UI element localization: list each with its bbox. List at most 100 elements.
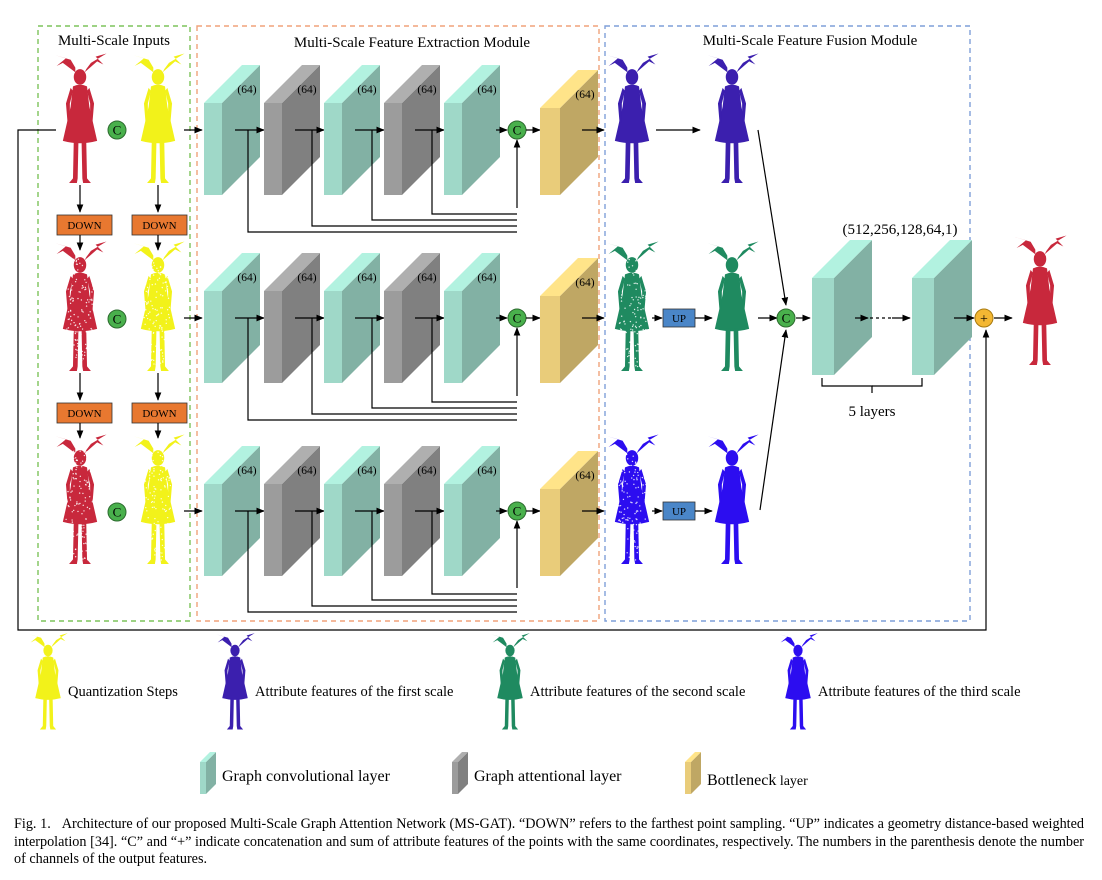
point-cloud-dots: [143, 258, 173, 367]
up-interpolation-box-label: UP: [672, 313, 686, 325]
channel-count-label: (64): [237, 272, 256, 284]
fusion-section-border: [604, 25, 971, 622]
legend-bottleneck-icon: [685, 752, 701, 794]
skip-connection: [371, 130, 517, 221]
extraction-concat-node: C: [507, 501, 527, 521]
architecture-diagram: Multi-Scale Inputs Multi-Scale Feature Ex…: [17, 25, 1067, 794]
extraction-section-title: Multi-Scale Feature Extraction Module: [294, 35, 531, 51]
quantization-step-cloud: [133, 241, 185, 372]
bottleneck-layer: (64): [540, 451, 598, 576]
scale-attribute-features: [607, 241, 659, 372]
legend-gat-icon: [452, 752, 468, 794]
skip-connection: [247, 318, 517, 421]
channel-count-label: (64): [357, 465, 376, 477]
residual-connection: [17, 129, 990, 631]
extraction-concat-node: C: [507, 308, 527, 328]
channel-count-label: (64): [575, 277, 594, 289]
connector-arrow: [759, 329, 789, 511]
fusion-channels-label: (512,256,128,64,1): [843, 222, 958, 238]
extraction-section-border: [196, 25, 600, 622]
reconstructed-point-cloud: [1015, 235, 1067, 366]
layers-brace: [821, 378, 873, 393]
input-point-cloud: [55, 241, 107, 372]
quantization-step-cloud: [133, 434, 185, 565]
skip-connection: [247, 130, 517, 233]
sum-node: +: [974, 308, 994, 328]
input-concat-node: C: [107, 309, 127, 329]
channel-count-label: (64): [477, 84, 496, 96]
legend-first-scale-text: Attribute features of the first scale: [255, 684, 454, 700]
channel-count-label: (64): [417, 465, 436, 477]
channel-count-label: (64): [357, 84, 376, 96]
skip-connection: [311, 318, 517, 415]
skip-connection: [431, 130, 517, 215]
extraction-concat-node-label: C: [513, 311, 522, 326]
skip-connection: [431, 318, 517, 403]
channel-count-label: (64): [237, 465, 256, 477]
down-sampling-box: DOWN: [131, 402, 188, 424]
legend-first-scale-icon: [216, 633, 255, 730]
channel-count-label: (64): [357, 272, 376, 284]
point-cloud-dots: [143, 451, 173, 561]
down-sampling-box: DOWN: [56, 402, 113, 424]
up-interpolation-box: UP: [662, 501, 696, 521]
skip-connection: [431, 511, 517, 595]
down-sampling-box-label: DOWN: [67, 220, 101, 232]
inputs-section-title: Multi-Scale Inputs: [58, 33, 170, 49]
fusion-concat-node: C: [776, 308, 796, 328]
up-interpolation-box: UP: [662, 308, 696, 328]
point-cloud-dots: [65, 450, 95, 561]
channel-count-label: (64): [297, 84, 316, 96]
bottleneck-layer: (64): [540, 258, 598, 383]
fusion-section-title: Multi-Scale Feature Fusion Module: [703, 33, 918, 49]
down-sampling-box-label: DOWN: [142, 408, 176, 420]
extraction-concat-node: C: [507, 120, 527, 140]
input-concat-node-label: C: [113, 312, 122, 327]
legend-quantization-text: Quantization Steps: [68, 684, 178, 700]
skip-connection: [371, 511, 517, 601]
scale-attribute-features: [607, 434, 659, 565]
input-concat-node: C: [107, 120, 127, 140]
channel-count-label: (64): [237, 84, 256, 96]
legend-gcn-icon: [200, 752, 216, 794]
fusion-layers-label: 5 layers: [848, 404, 895, 420]
down-sampling-box: DOWN: [131, 214, 188, 236]
caption-lead: Fig. 1.: [14, 816, 51, 832]
channel-count-label: (64): [575, 89, 594, 101]
legend-second-scale-text: Attribute features of the second scale: [530, 684, 745, 700]
graph-conv-layer: (64): [444, 253, 500, 383]
legend-quantization-icon: [29, 633, 68, 730]
input-concat-node: C: [107, 502, 127, 522]
upsampled-attribute-features: [707, 53, 759, 184]
skip-connection: [311, 511, 517, 607]
point-cloud-dots: [65, 258, 95, 368]
upsampled-attribute-features: [707, 434, 759, 565]
down-sampling-box-label: DOWN: [67, 408, 101, 420]
channel-count-label: (64): [575, 470, 594, 482]
legend-bottleneck-text: Bottleneck layer: [707, 772, 808, 789]
legend-gat-text: Graph attentional layer: [474, 768, 622, 785]
input-point-cloud: [55, 53, 107, 184]
caption-body: Architecture of our proposed Multi-Scale…: [14, 816, 1085, 867]
figure-caption: Fig. 1. Architecture of our proposed Mul…: [14, 816, 1084, 869]
fusion-conv-layer-first: [812, 240, 872, 375]
skip-connection: [247, 511, 517, 613]
input-concat-node-label: C: [113, 123, 122, 138]
upsampled-attribute-features: [707, 241, 759, 372]
channel-count-label: (64): [477, 465, 496, 477]
channel-count-label: (64): [297, 465, 316, 477]
legend-third-scale-text: Attribute features of the third scale: [818, 684, 1021, 700]
connector-arrow: [757, 129, 789, 306]
skip-connection: [311, 130, 517, 227]
input-point-cloud: [55, 434, 107, 565]
channel-count-label: (64): [417, 272, 436, 284]
down-sampling-box-label: DOWN: [142, 220, 176, 232]
sum-node-label: +: [980, 312, 988, 327]
up-interpolation-box-label: UP: [672, 506, 686, 518]
extraction-concat-node-label: C: [513, 123, 522, 138]
graph-conv-layer: (64): [444, 446, 500, 576]
input-concat-node-label: C: [113, 505, 122, 520]
channel-count-label: (64): [477, 272, 496, 284]
layers-brace: [872, 378, 923, 387]
point-cloud-dots: [617, 257, 647, 368]
